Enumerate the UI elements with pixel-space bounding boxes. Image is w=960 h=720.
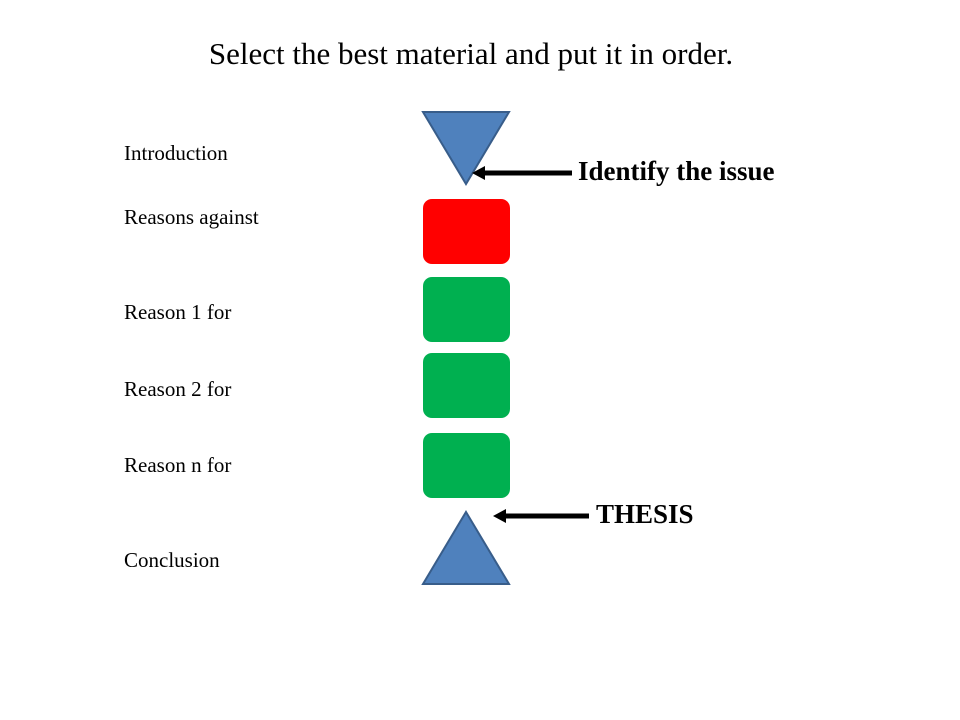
conclusion-triangle-shape	[421, 510, 511, 585]
issue-arrow-icon	[472, 166, 572, 180]
thesis-arrow-icon	[493, 509, 589, 523]
reason-2-for-block	[423, 353, 510, 418]
reason-n-for-block	[423, 433, 510, 498]
issue-callout-text: Identify the issue	[578, 156, 775, 186]
reasons-against-block	[423, 199, 510, 264]
label-reason-1-for: Reason 1 for	[124, 300, 232, 324]
introduction-triangle-icon	[421, 111, 511, 186]
label-reason-2-for: Reason 2 for	[124, 377, 232, 401]
slide-title: Select the best material and put it in o…	[208, 36, 734, 71]
label-introduction: Introduction	[124, 141, 228, 165]
label-conclusion: Conclusion	[124, 548, 220, 572]
introduction-triangle-shape	[421, 111, 511, 186]
reason-1-for-block	[423, 277, 510, 342]
label-reason-n-for: Reason n for	[124, 453, 232, 477]
conclusion-triangle-icon	[421, 510, 511, 585]
thesis-callout-text: THESIS	[596, 499, 694, 529]
label-reasons-against: Reasons against	[124, 205, 259, 229]
